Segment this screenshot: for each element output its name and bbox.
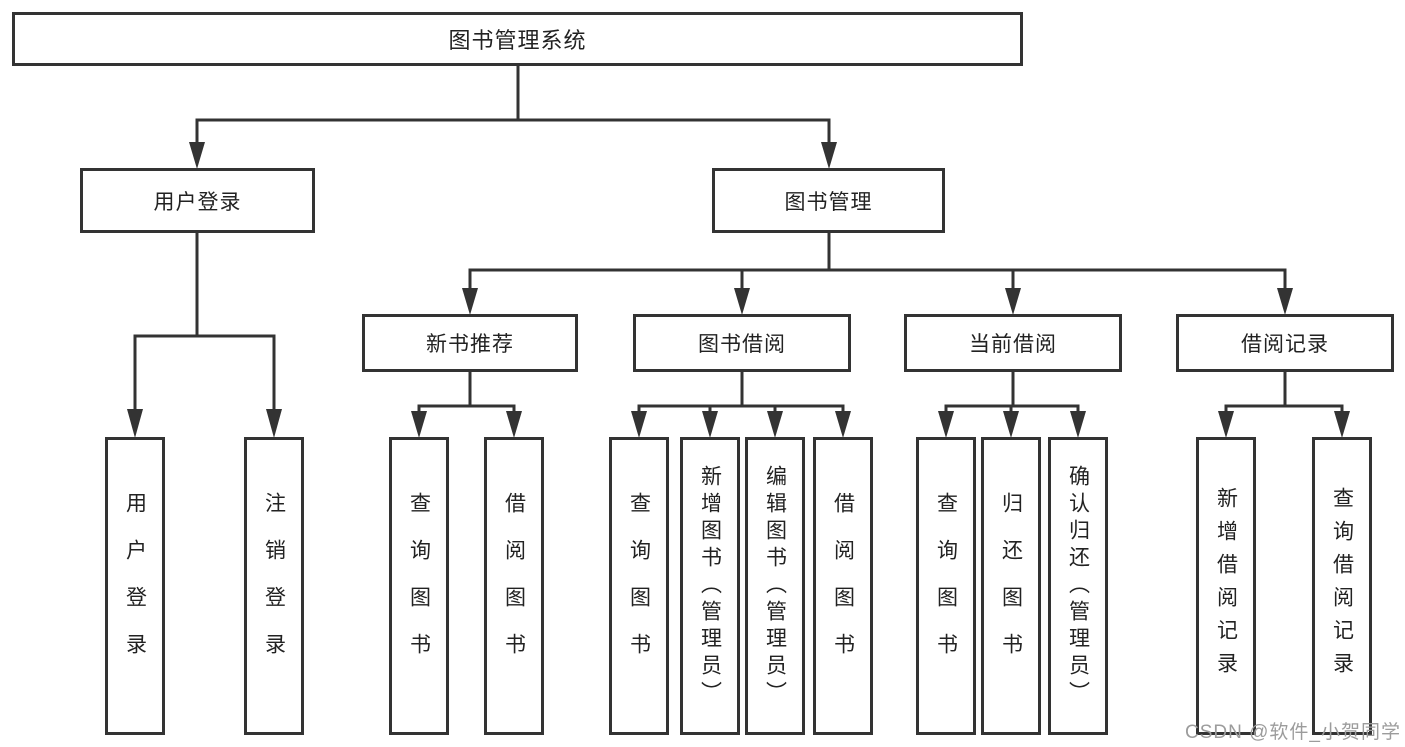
- leaf-confirm-return-admin: 确认归还（管理员）: [1048, 437, 1108, 735]
- leaf-borrow-query-books-label: 查询图书: [627, 492, 651, 680]
- leaf-return-books: 归还图书: [981, 437, 1041, 735]
- leaf-recommend-query-books-label: 查询图书: [407, 492, 431, 680]
- leaf-add-books-admin: 新增图书（管理员）: [680, 437, 740, 735]
- node-borrow-records-label: 借阅记录: [1241, 333, 1329, 356]
- connector-current-borrow-to-leaves: [938, 371, 1086, 438]
- node-borrow-records: 借阅记录: [1176, 314, 1394, 372]
- node-book-borrow: 图书借阅: [633, 314, 851, 372]
- leaf-current-query-books-label: 查询图书: [934, 492, 958, 680]
- leaf-recommend-query-books: 查询图书: [389, 437, 449, 735]
- watermark: CSDN @软件_小贺同学: [1185, 722, 1401, 743]
- node-current-borrow-label: 当前借阅: [969, 333, 1057, 356]
- connector-new-book-recommend-to-leaves: [411, 371, 522, 438]
- node-book-management-label: 图书管理: [784, 190, 873, 214]
- node-book-management: 图书管理: [712, 168, 945, 233]
- leaf-current-query-books: 查询图书: [916, 437, 976, 735]
- leaf-logout-label: 注销登录: [262, 492, 286, 680]
- connector-root-to-level2: [189, 66, 837, 169]
- node-current-borrow: 当前借阅: [904, 314, 1122, 372]
- leaf-query-borrow-record-label: 查询借阅记录: [1330, 487, 1354, 685]
- node-book-borrow-label: 图书借阅: [698, 333, 786, 356]
- leaf-confirm-return-admin-label: 确认归还（管理员）: [1066, 464, 1090, 708]
- node-user-login-label: 用户登录: [153, 190, 242, 214]
- leaf-add-books-admin-label: 新增图书（管理员）: [698, 464, 722, 708]
- leaf-user-login-label: 用户登录: [123, 492, 147, 680]
- leaf-add-borrow-record-label: 新增借阅记录: [1214, 487, 1238, 685]
- connector-borrow-records-to-leaves: [1218, 371, 1350, 438]
- leaf-edit-books-admin: 编辑图书（管理员）: [745, 437, 805, 735]
- node-root: 图书管理系统: [12, 12, 1023, 66]
- leaf-borrow-books: 借阅图书: [813, 437, 873, 735]
- node-new-book-recommend: 新书推荐: [362, 314, 578, 372]
- leaf-borrow-query-books: 查询图书: [609, 437, 669, 735]
- leaf-logout: 注销登录: [244, 437, 304, 735]
- connector-book-management-to-level3: [462, 231, 1293, 315]
- leaf-add-borrow-record: 新增借阅记录: [1196, 437, 1256, 735]
- leaf-recommend-borrow-books: 借阅图书: [484, 437, 544, 735]
- leaf-edit-books-admin-label: 编辑图书（管理员）: [763, 464, 787, 708]
- leaf-return-books-label: 归还图书: [999, 492, 1023, 680]
- connector-book-borrow-to-leaves: [631, 371, 851, 438]
- leaf-user-login: 用户登录: [105, 437, 165, 735]
- leaf-query-borrow-record: 查询借阅记录: [1312, 437, 1372, 735]
- leaf-recommend-borrow-books-label: 借阅图书: [502, 492, 526, 680]
- leaf-borrow-books-label: 借阅图书: [831, 492, 855, 680]
- node-new-book-recommend-label: 新书推荐: [426, 333, 514, 356]
- node-user-login: 用户登录: [80, 168, 315, 233]
- node-root-label: 图书管理系统: [448, 28, 587, 53]
- connector-user-login-to-leaves: [127, 231, 282, 438]
